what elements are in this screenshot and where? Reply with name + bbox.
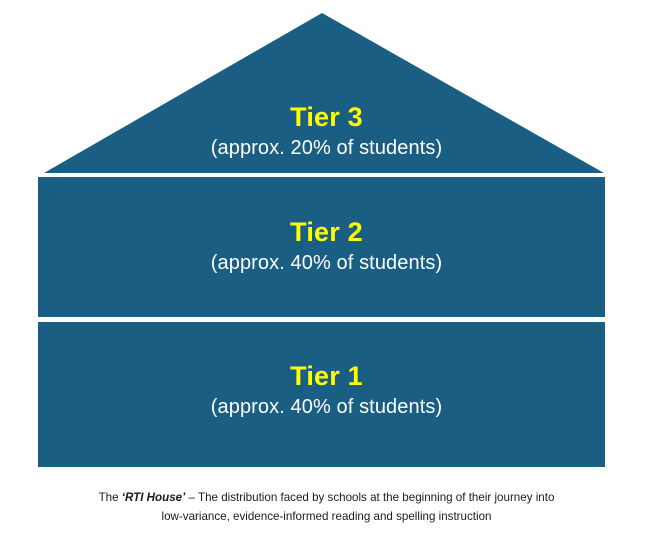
figure-caption: The ‘RTI House’ – The distribution faced… bbox=[0, 489, 653, 527]
caption-suffix: – The distribution faced by schools at t… bbox=[185, 491, 555, 504]
caption-line-2: low-variance, evidence-informed reading … bbox=[161, 509, 492, 523]
tier-2-band-shape bbox=[38, 177, 605, 317]
rti-house-figure: Tier 3 (approx. 20% of students) Tier 2 … bbox=[38, 13, 605, 467]
caption-emphasis: ‘RTI House’ bbox=[121, 491, 186, 504]
caption-line-1: The ‘RTI House’ – The distribution faced… bbox=[28, 489, 625, 508]
caption-prefix: The bbox=[98, 491, 122, 504]
tier-1-band-shape bbox=[38, 322, 605, 467]
tier-3-roof-shape bbox=[44, 13, 604, 173]
house-shapes bbox=[38, 13, 605, 467]
